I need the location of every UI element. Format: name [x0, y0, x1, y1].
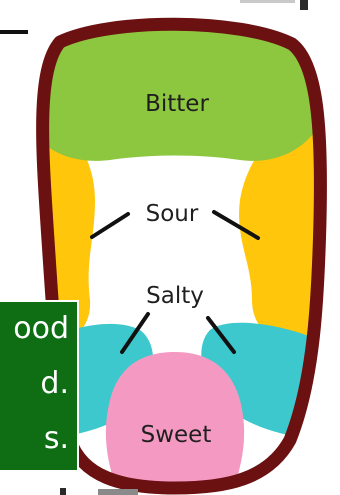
bitter-label: Bitter: [145, 91, 209, 117]
bottom-edge-fragment: [98, 489, 138, 495]
top-edge-fragment: [240, 0, 295, 3]
caption-line-2: d.: [40, 369, 69, 399]
caption-line-1: ood: [13, 314, 69, 344]
caption-line-3: s.: [44, 424, 69, 454]
sour-label: Sour: [146, 201, 199, 227]
bottom-edge-mark-left: [60, 488, 66, 495]
top-left-rule: [0, 30, 28, 34]
top-edge-mark: [300, 0, 308, 10]
sweet-label: Sweet: [141, 422, 212, 448]
caption-box: ood d. s.: [0, 300, 79, 472]
salty-label: Salty: [146, 283, 204, 309]
